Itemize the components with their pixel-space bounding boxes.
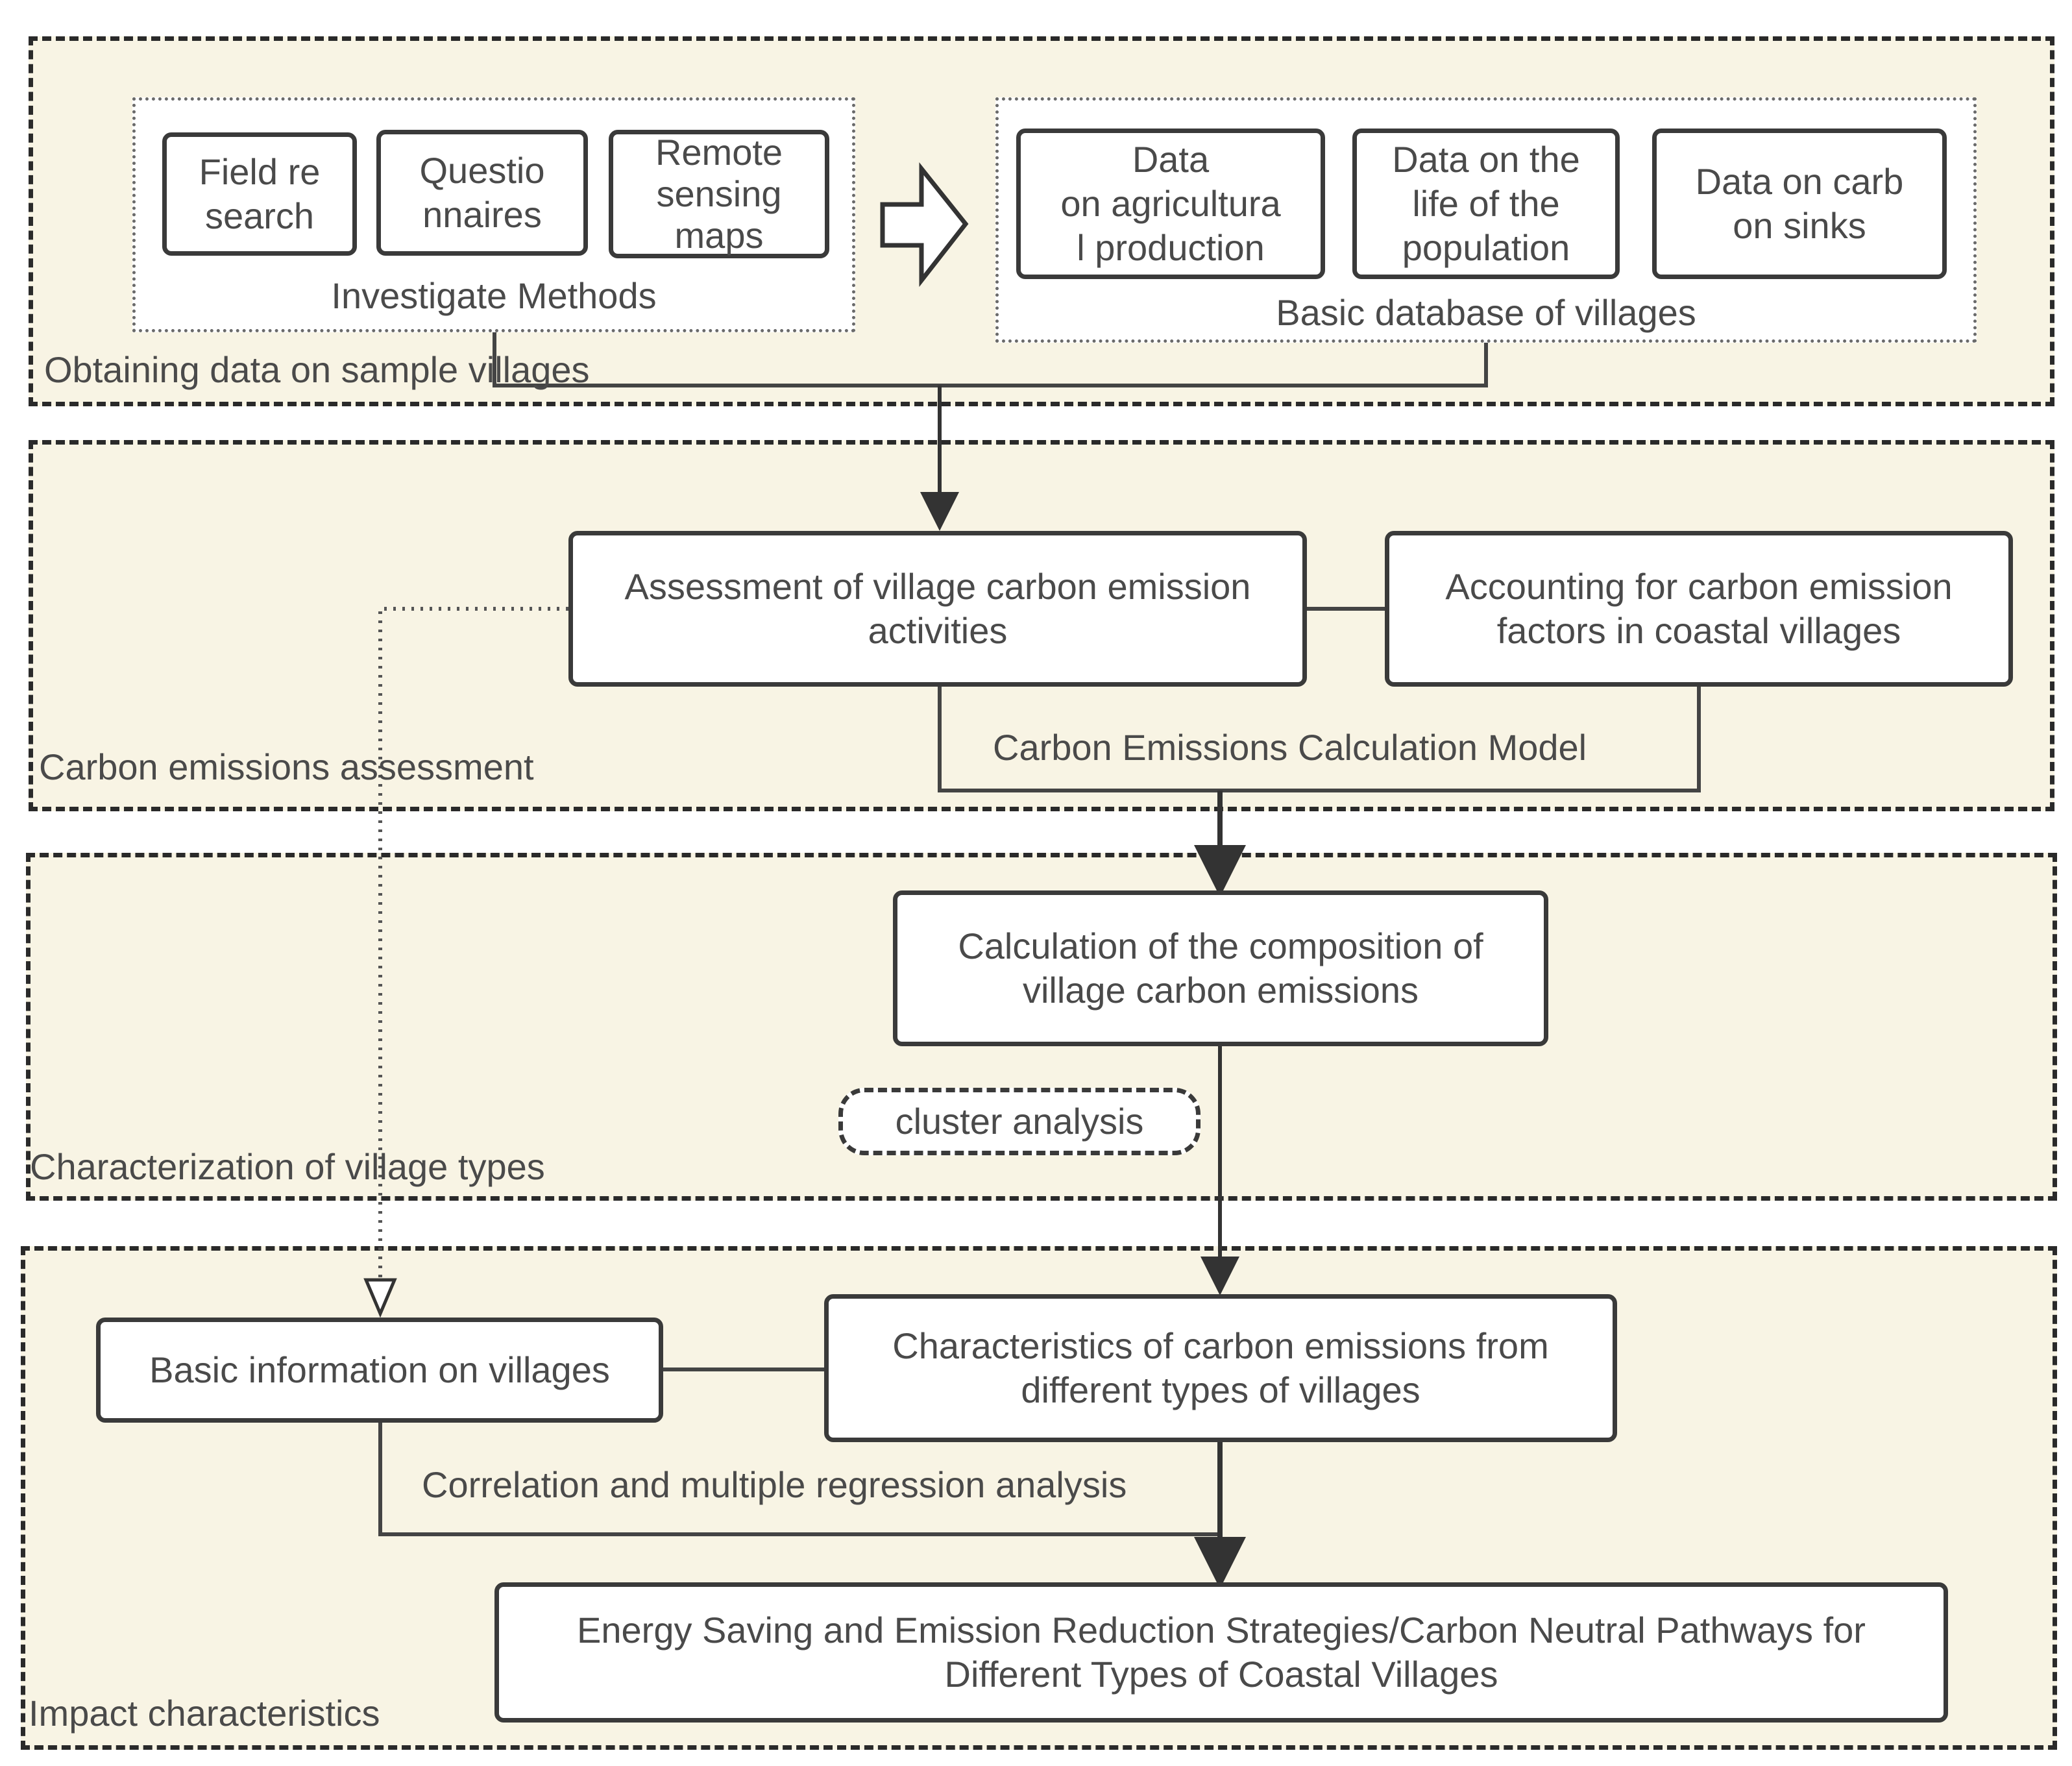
hollow-arrowhead-basic-info [363, 1278, 397, 1318]
node-basic-info-text: Basic information on villages [149, 1349, 610, 1390]
node-data-life-text: Data on the life of the population [1392, 138, 1580, 269]
node-field-research: Field re search [162, 132, 357, 256]
group-label-methods: Investigate Methods [331, 275, 657, 316]
node-accounting-factors: Accounting for carbon emission factors i… [1385, 531, 2013, 687]
node-data-agricultural: Data on agricultura l production [1016, 129, 1325, 279]
node-characteristics-text: Characteristics of carbon emissions from… [892, 1325, 1549, 1410]
regression-bracket [378, 1420, 1220, 1536]
edge-label-model: Carbon Emissions Calculation Model [993, 727, 1587, 768]
region-label-obtaining: Obtaining data on sample villages [44, 349, 590, 390]
node-questionnaires: Questio nnaires [376, 130, 588, 256]
node-remote-sensing-text: Remote sensing maps [655, 132, 783, 256]
hollow-arrow-right [880, 162, 969, 288]
group-label-database: Basic database of villages [1276, 292, 1696, 333]
node-field-research-text: Field re search [199, 151, 321, 236]
node-remote-sensing: Remote sensing maps [609, 130, 829, 258]
node-cluster-analysis-text: cluster analysis [895, 1100, 1144, 1142]
node-data-life: Data on the life of the population [1352, 129, 1620, 279]
node-strategies: Energy Saving and Emission Reduction Str… [494, 1582, 1948, 1723]
node-assessment-activities-text: Assessment of village carbon emission ac… [624, 565, 1251, 651]
edge-label-regression: Correlation and multiple regression anal… [422, 1464, 1127, 1505]
region-label-assessment: Carbon emissions assessment [39, 746, 534, 787]
model-bracket [938, 684, 1701, 792]
node-characteristics: Characteristics of carbon emissions from… [824, 1294, 1617, 1442]
node-accounting-factors-text: Accounting for carbon emission factors i… [1445, 565, 1953, 651]
region-label-impact: Impact characteristics [29, 1693, 380, 1734]
merge-bracket [493, 332, 1488, 387]
node-basic-info: Basic information on villages [96, 1318, 663, 1423]
node-composition-text: Calculation of the composition of villag… [958, 925, 1483, 1011]
node-data-sinks: Data on carb on sinks [1652, 129, 1947, 279]
node-data-agricultural-text: Data on agricultura l production [1060, 138, 1281, 269]
node-questionnaires-text: Questio nnaires [419, 149, 545, 235]
node-cluster-analysis: cluster analysis [838, 1088, 1201, 1155]
node-strategies-text: Energy Saving and Emission Reduction Str… [577, 1609, 1866, 1695]
node-data-sinks-text: Data on carb on sinks [1695, 160, 1904, 246]
node-assessment-activities: Assessment of village carbon emission ac… [568, 531, 1307, 687]
node-composition: Calculation of the composition of villag… [893, 890, 1548, 1046]
region-label-characterization: Characterization of village types [30, 1146, 545, 1187]
